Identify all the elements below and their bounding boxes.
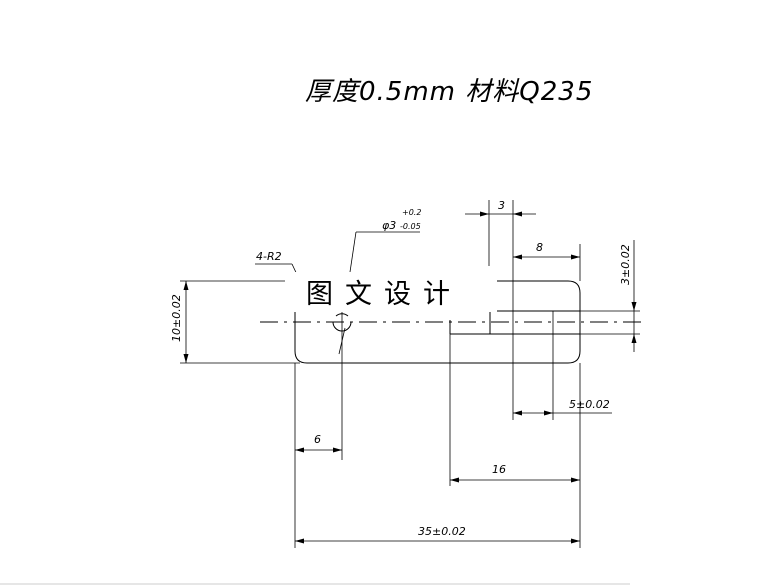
hole-callout: φ3 +0.2 -0.05 (349, 208, 421, 273)
dim-overall-length-value: 35±0.02 (418, 525, 466, 538)
hole (332, 310, 352, 460)
watermark: 图文设计 (287, 272, 497, 312)
dim-hole-offset: 6 (294, 363, 342, 548)
dim-slot-length: 16 (449, 334, 581, 548)
dim-hole-offset-value: 6 (314, 433, 321, 446)
dim-slot-offset: 8 (513, 241, 581, 281)
dim-right-height-value: 3±0.02 (619, 244, 632, 285)
dim-right-height: 3±0.02 (580, 240, 640, 352)
dim-overall-length: 35±0.02 (295, 525, 580, 544)
dim-slot-spacing: 5±0.02 (513, 311, 612, 420)
radius-label: 4-R2 (256, 250, 282, 263)
hole-tol-upper: +0.2 (402, 208, 421, 217)
dim-slot-spacing-value: 5±0.02 (569, 398, 610, 411)
hole-diameter-label: φ3 (382, 219, 396, 232)
watermark-text: 图文设计 (306, 279, 462, 310)
dim-slot-offset-value: 8 (536, 241, 543, 254)
hole-tol-lower: -0.05 (400, 222, 421, 231)
drawing-title: 厚度0.5mm 材料Q235 (305, 77, 593, 107)
dim-left-height-value: 10±0.02 (170, 294, 183, 342)
dim-left-height: 10±0.02 (170, 281, 189, 363)
dim-top-slot-width: 3 (465, 199, 536, 420)
dim-slot-length-value: 16 (492, 463, 506, 476)
dim-top-slot-width-value: 3 (498, 199, 505, 212)
